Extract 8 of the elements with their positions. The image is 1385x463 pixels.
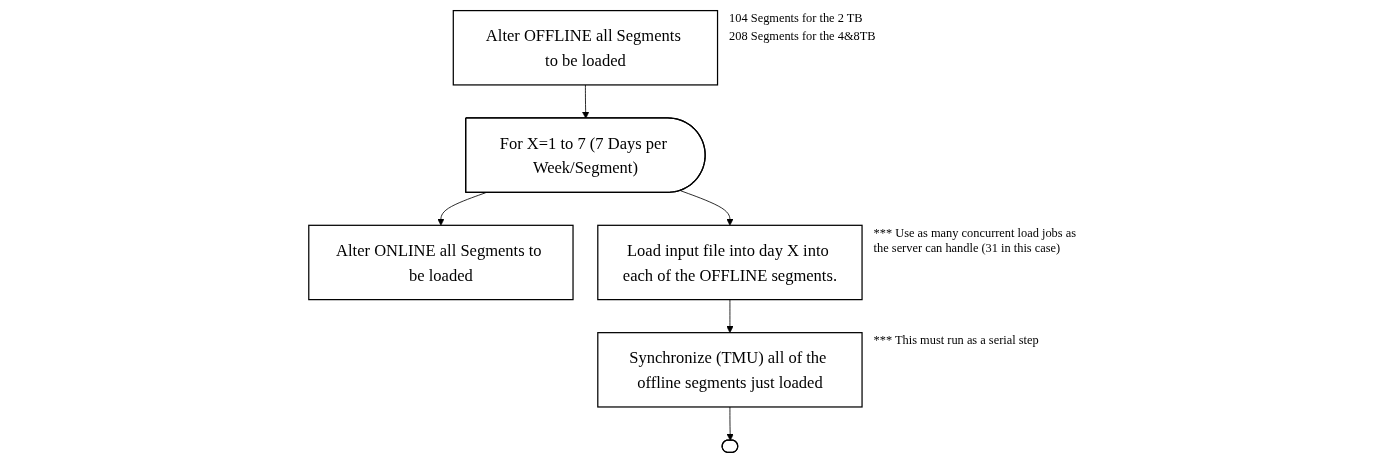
note-text: *** Use as many concurrent load jobs as the server can handle (31 in this case) xyxy=(873,225,1077,255)
note-text: 104 Segments for the 2 TB xyxy=(729,11,863,26)
node-box: Synchronize (TMU) all of the offline segments just loaded xyxy=(597,332,863,408)
note-text: *** This must run as a serial step xyxy=(873,333,1039,348)
note-text: 208 Segments for the 4&8TB xyxy=(729,29,876,44)
node-box: Alter ONLINE all Segments to be loaded xyxy=(308,224,574,301)
node-box: Load input file into day X into each of the OFFLINE segments. xyxy=(597,224,863,301)
node-box: Alter OFFLINE all Segments to be loaded xyxy=(452,10,719,86)
